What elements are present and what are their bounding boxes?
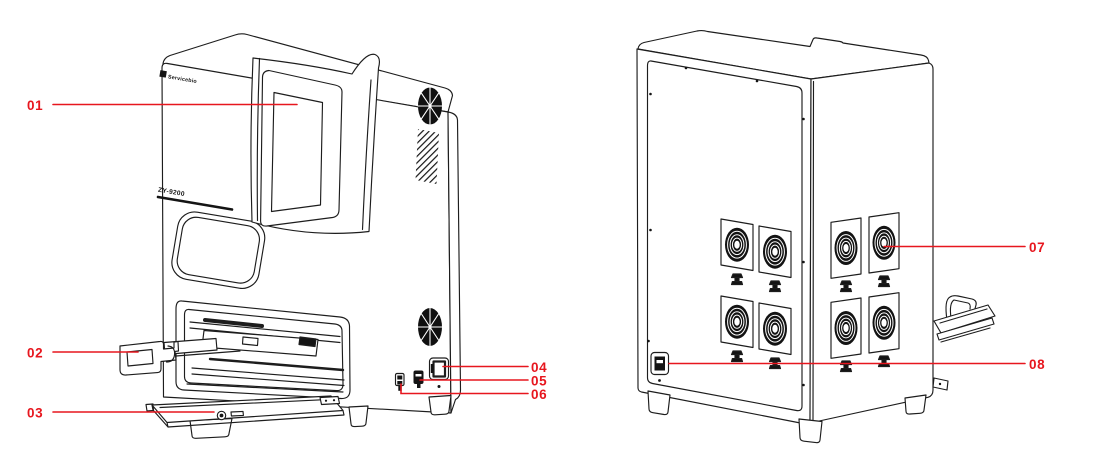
touchscreen [270, 91, 324, 213]
bottom-drawer [145, 395, 345, 428]
callout-02-label: 02 [27, 346, 43, 361]
callout-05-label: 05 [531, 374, 547, 389]
back-fan-4 [758, 302, 792, 356]
rear-tray [932, 295, 996, 391]
model-tagline [156, 195, 234, 211]
callout-07-label: 07 [1029, 240, 1045, 255]
callout-04-label: 04 [531, 360, 547, 375]
leader-line-06 [400, 383, 529, 395]
specimen-tray-handle [119, 337, 241, 376]
switch-screw [437, 385, 441, 388]
front-view: Servicebio ZY-9200 [119, 33, 462, 439]
callout-04: 04 [442, 360, 547, 375]
side-fan-bottom [417, 307, 443, 347]
back-feet [647, 390, 927, 444]
corner-edge [812, 80, 815, 422]
back-fans [720, 218, 792, 370]
callout-03-label: 03 [27, 406, 43, 421]
aux-port [394, 372, 405, 391]
screen-door [250, 53, 380, 234]
side-fan-2 [868, 212, 900, 274]
callout-07: 07 [883, 240, 1045, 255]
callout-06-label: 06 [531, 387, 547, 402]
callout-05: 05 [419, 374, 547, 389]
callouts: 01 02 03 04 05 06 07 08 [27, 98, 1045, 421]
back-fan-2 [758, 225, 792, 279]
callout-06: 06 [400, 383, 547, 402]
back-panel [646, 60, 805, 412]
callout-01: 01 [27, 98, 298, 113]
vent-grille [415, 129, 439, 184]
tray-opening [175, 300, 351, 400]
callout-03: 03 [27, 406, 215, 421]
callout-08: 08 [668, 357, 1045, 372]
right-side-edge [447, 111, 462, 414]
model-text: ZY-9200 [157, 187, 185, 198]
callout-08-label: 08 [1029, 357, 1045, 372]
side-fan-4 [868, 292, 900, 354]
top-face-back [637, 30, 930, 80]
side-fan-top [417, 86, 443, 126]
callout-01-label: 01 [27, 98, 43, 113]
brand-logo-text: Servicebio [167, 74, 197, 85]
back-view [636, 30, 996, 444]
back-fan-3 [720, 295, 754, 349]
side-fans-back [830, 212, 900, 373]
power-inlet [650, 351, 670, 382]
panel-screws [647, 66, 805, 387]
model-number: ZY-9200 [157, 187, 185, 198]
back-fan-1 [720, 218, 754, 272]
brand-logo: Servicebio [159, 70, 198, 85]
rocker-switch [428, 357, 450, 381]
callout-02: 02 [27, 346, 139, 361]
porthole-window [171, 211, 266, 289]
side-fan-1 [830, 217, 862, 279]
side-fan-3 [830, 297, 862, 359]
